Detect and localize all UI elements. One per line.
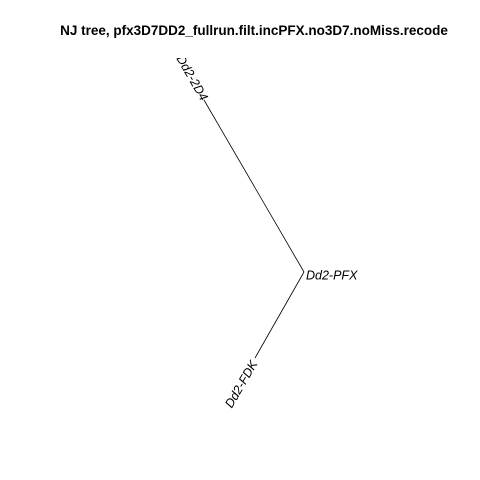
plot-title: NJ tree, pfx3D7DD2_fullrun.filt.incPFX.n… (60, 23, 448, 38)
tip-label-dd2-fdk: Dd2-FDK (222, 358, 261, 411)
edge-to-dd2-fdk (254, 271, 305, 359)
tip-label-dd2-pfx: Dd2-PFX (306, 268, 358, 282)
edge-to-dd2-2d4 (203, 99, 305, 273)
tip-label-dd2-2d4: Dd2-2D4 (174, 53, 211, 103)
